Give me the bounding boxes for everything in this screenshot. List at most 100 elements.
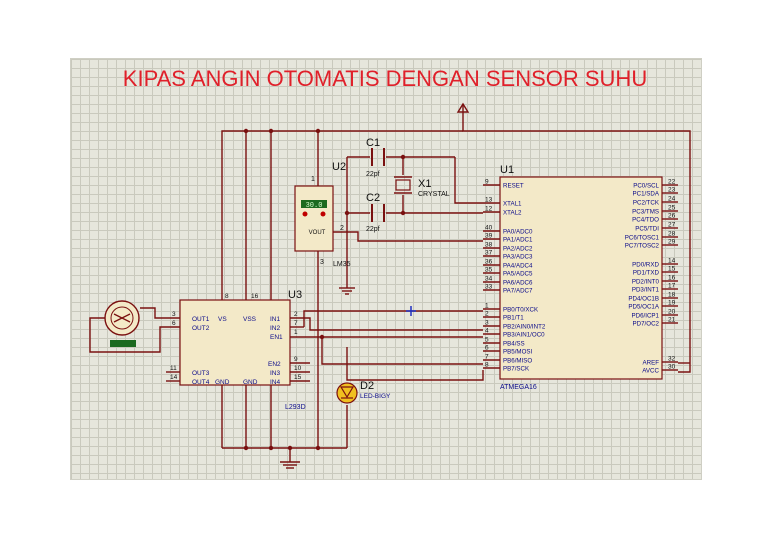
u1-right-pin-name: PD4/OC1B <box>628 296 659 303</box>
u1-right-pin-name: AVCC <box>642 368 659 375</box>
power-terminal-icon <box>456 102 470 116</box>
u3-num-15: 15 <box>294 374 302 381</box>
u1-left-pin-num: 13 <box>485 197 493 204</box>
u3-ref: U3 <box>288 289 302 301</box>
u2-pin2: 2 <box>340 225 344 232</box>
u1-left-pin-num: 7 <box>485 354 489 361</box>
u3-pin-in4: IN4 <box>270 379 281 386</box>
u3-pin-out4: OUT4 <box>192 379 210 386</box>
u3-num-2: 2 <box>294 311 298 318</box>
u1-right-pin-name: PC0/SCL <box>633 183 659 190</box>
u3-num-3: 3 <box>172 311 176 318</box>
driver-u3-l293d[interactable]: U3 L293D OUT1 OUT2 VS VSS IN1 IN2 EN1 EN… <box>170 289 306 411</box>
u3-pin-out2: OUT2 <box>192 325 210 332</box>
sensor-readout: 30.0 <box>306 202 323 210</box>
capacitor-c2[interactable]: C2 22pf <box>366 192 385 233</box>
u1-left-pin-num: 8 <box>485 362 489 369</box>
u1-right-pin-name: PD3/INT1 <box>632 287 660 294</box>
u1-right-pin-num: 14 <box>668 258 676 265</box>
u1-left-pin-name: PA1/ADC1 <box>503 237 533 244</box>
u1-left-pin-name: PA2/ADC2 <box>503 246 533 253</box>
d2-value: LED-BIGY <box>360 393 391 400</box>
u1-right-pin-name: PC3/TMS <box>632 209 659 216</box>
u1-right-pin-num: 24 <box>668 196 676 203</box>
u3-num-16: 16 <box>251 293 259 300</box>
u1-right-pin-name: PD5/OC1A <box>628 304 659 311</box>
u1-right-pin-num: 19 <box>668 300 676 307</box>
x1-ref: X1 <box>418 178 431 190</box>
u1-right-pin-name: PD7/OC2 <box>633 321 660 328</box>
u1-left-pin-num: 1 <box>485 303 489 310</box>
u1-left-pin-num: 34 <box>485 276 493 283</box>
u3-pin-vs: VS <box>218 316 227 323</box>
u1-right-pin-num: 29 <box>668 239 676 246</box>
u1-left-pin-name: PA3/ADC3 <box>503 254 533 261</box>
c1-value: 22pf <box>366 171 380 178</box>
led-d2[interactable]: D2 LED-BIGY <box>336 380 391 404</box>
u1-right-pin-name: PC2/TCK <box>633 200 660 207</box>
u2-value: LM35 <box>333 261 351 268</box>
u3-pin-in1: IN1 <box>270 316 281 323</box>
u3-pin-in3: IN3 <box>270 370 281 377</box>
u3-pin-en1: EN1 <box>270 334 283 341</box>
u1-right-pin-num: 16 <box>668 275 676 282</box>
u1-left-pin-num: 37 <box>485 250 493 257</box>
u3-pin-gnd1: GND <box>215 379 230 386</box>
u1-right-pin-num: 32 <box>668 356 676 363</box>
u1-left-pin-name: PB1/T1 <box>503 315 524 322</box>
u3-pin-out1: OUT1 <box>192 316 210 323</box>
u1-right-pin-name: PC5/TDI <box>635 226 659 233</box>
u1-left-pin-num: 12 <box>485 206 493 213</box>
u3-pin-in2: IN2 <box>270 325 281 332</box>
u1-right-pin-name: PC4/TDO <box>632 217 659 224</box>
u1-left-pin-name: PA5/ADC5 <box>503 271 533 278</box>
u1-left-pin-name: XTAL2 <box>503 210 522 217</box>
u1-left-pin-num: 4 <box>485 328 489 335</box>
u1-right-pin-num: 20 <box>668 309 676 316</box>
u1-left-pin-num: 9 <box>485 179 489 186</box>
u1-left-pin-num: 38 <box>485 242 493 249</box>
u1-left-pin-num: 3 <box>485 320 489 327</box>
u1-right-pin-num: 25 <box>668 205 676 212</box>
u1-right-pin-num: 15 <box>668 266 676 273</box>
mcu-u1-atmega16[interactable]: U1 ATMEGA16 9RESET13XTAL112XTAL240PA0/AD… <box>485 164 676 391</box>
u1-right-pin-num: 26 <box>668 213 676 220</box>
u1-ref: U1 <box>500 164 514 176</box>
capacitor-c1[interactable]: C1 22pf <box>366 137 385 178</box>
u1-left-pin-name: PB2/AIN0/INT2 <box>503 324 546 331</box>
u1-left-pin-name: RESET <box>503 183 524 190</box>
u1-right-pin-num: 28 <box>668 231 676 238</box>
u1-left-pin-name: PB3/AIN1/OC0 <box>503 332 545 339</box>
crystal-x1[interactable]: X1 CRYSTAL <box>394 176 450 198</box>
u1-left-pin-num: 2 <box>485 311 489 318</box>
diagram-title: KIPAS ANGIN OTOMATIS DENGAN SENSOR SUHU <box>123 66 647 91</box>
u2-pin1: 1 <box>311 176 315 183</box>
u1-right-pin-num: 22 <box>668 179 676 186</box>
u3-num-1: 1 <box>294 329 298 336</box>
u1-left-pin-name: PA7/ADC7 <box>503 288 533 295</box>
c2-ref: C2 <box>366 192 380 204</box>
u2-pin-vout: VOUT <box>309 230 326 236</box>
u1-right-pin-name: PD6/ICP1 <box>631 313 659 320</box>
u3-num-8: 8 <box>225 293 229 300</box>
c2-value: 22pf <box>366 226 380 233</box>
u3-pin-out3: OUT3 <box>192 370 210 377</box>
u1-right-pin-name: PC6/TOSC1 <box>625 235 660 242</box>
c1-ref: C1 <box>366 137 380 149</box>
fan-motor-icon[interactable] <box>104 300 140 347</box>
junctions <box>243 128 406 451</box>
u1-right-pin-num: 30 <box>668 364 676 371</box>
u1-right-pin-name: PD1/TXD <box>633 270 660 277</box>
u1-left-pin-num: 35 <box>485 267 493 274</box>
sensor-u2-lm35[interactable]: 30.0 VOUT U2 LM35 1 2 3 <box>294 161 351 268</box>
u3-pin-en2: EN2 <box>268 361 281 368</box>
u1-left-pin-name: XTAL1 <box>503 201 522 208</box>
u2-pin3: 3 <box>320 259 324 266</box>
u3-num-7: 7 <box>294 320 298 327</box>
u3-num-6: 6 <box>172 320 176 327</box>
u3-value: L293D <box>285 404 306 411</box>
u1-right-pin-name: PC1/SDA <box>633 191 660 198</box>
u3-num-11: 11 <box>170 365 177 372</box>
u1-left-pin-num: 33 <box>485 284 493 291</box>
u3-num-14: 14 <box>170 374 178 381</box>
